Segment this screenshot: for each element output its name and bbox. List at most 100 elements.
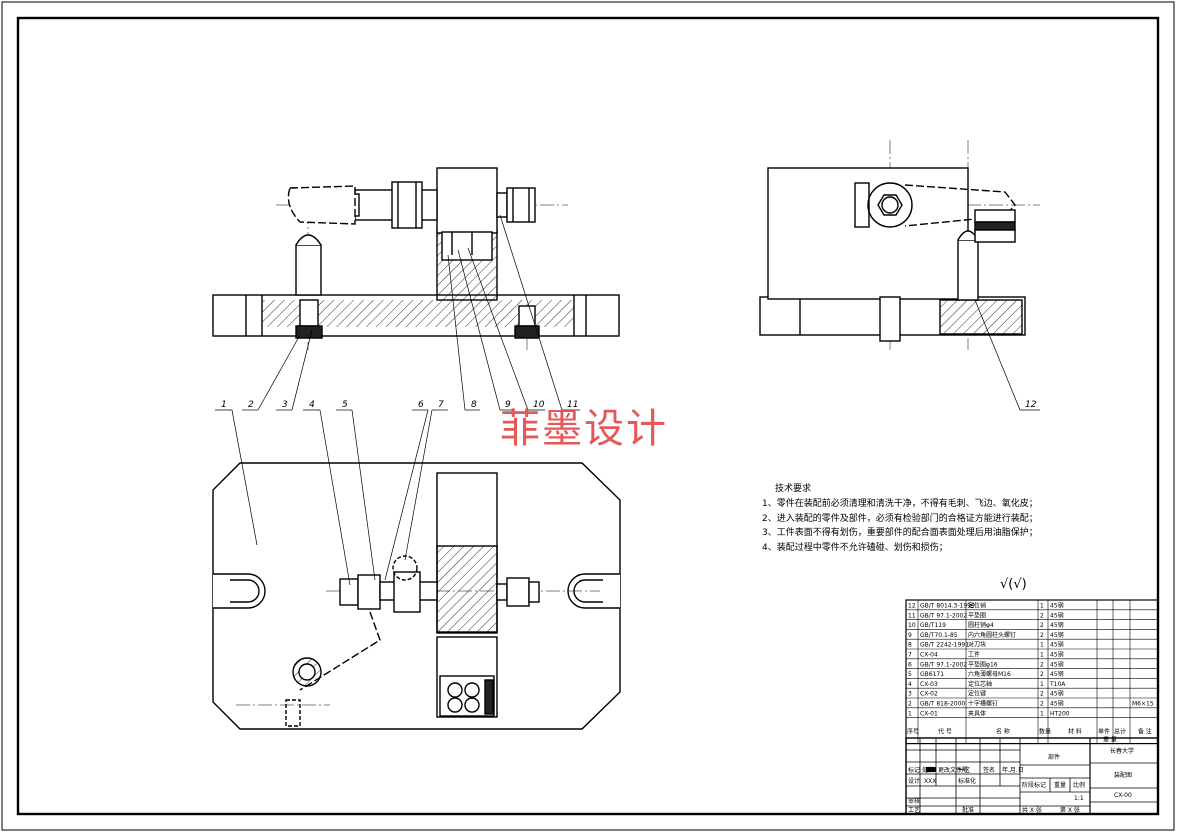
bom-cell-qty: 1 (1040, 603, 1044, 610)
bom-cell-name: 夹具体 (968, 709, 986, 717)
mark-label: 标记 (908, 766, 920, 774)
tech-req-title: 技术要求 (775, 482, 811, 494)
bom-cell-name: 平垫圈φ16 (968, 660, 998, 668)
bom-cell-no: 9 (908, 632, 912, 639)
bom-cell-code: CX-04 (920, 652, 938, 659)
bom-header-mat: 材 料 (1068, 728, 1082, 736)
bom-cell-code: GB/T 2242-1991 (920, 642, 969, 649)
balloon-9: 9 (505, 400, 511, 410)
bom-cell-code: GB/T 97.1-2002 (920, 612, 967, 619)
bom-cell-code: GB/T 8014.3-1999 (920, 603, 975, 610)
standard-label: 标准化 (958, 777, 976, 785)
bom-cell-name: 对刀块 (968, 641, 986, 649)
bom-cell-mat: 45钢 (1050, 660, 1064, 668)
bom-cell-qty: 2 (1040, 691, 1044, 698)
leader-lines (215, 214, 1040, 586)
bom-cell-code: CX-02 (920, 691, 938, 698)
bom-cell-no: 3 (908, 691, 912, 698)
bom-cell-mat: 45钢 (1050, 641, 1064, 649)
bom-cell-qty: 2 (1040, 701, 1044, 708)
title-block (905, 737, 1159, 815)
bom-cell-no: 7 (908, 652, 912, 659)
bom-cell-qty: 1 (1040, 681, 1044, 688)
bom-cell-qty: 2 (1040, 661, 1044, 668)
bom-cell-qty: 2 (1040, 671, 1044, 678)
balloon-1: 1 (221, 400, 227, 410)
inner-frame (16, 16, 1160, 816)
balloon-8: 8 (471, 400, 477, 410)
bom-cell-code: GB/T 818-2000 (920, 701, 965, 708)
zone-label: 分区 (958, 766, 970, 774)
balloon-7: 7 (438, 400, 444, 410)
bom-header-qty: 数量 (1039, 728, 1051, 736)
balloon-5: 5 (342, 400, 348, 410)
bom-cell-mat: 45钢 (1050, 700, 1064, 708)
bom-cell-no: 2 (908, 701, 912, 708)
bom-cell-code: CX-03 (920, 681, 938, 688)
front-view (212, 167, 620, 350)
technical-requirements: 技术要求 1、零件在装配前必须清理和清洗干净，不得有毛刺、飞边、氧化皮； 2、进… (762, 482, 1038, 553)
check-label: 审核 (908, 797, 920, 805)
bom-header-name: 名 称 (996, 728, 1010, 736)
bom-cell-mat: 45钢 (1050, 611, 1064, 619)
approve-label: 批准 (962, 806, 974, 814)
tech-req-line-4: 4、装配过程中零件不允许磕碰、划伤和损伤； (762, 541, 948, 553)
bom-cell-no: 4 (908, 681, 912, 688)
bom-cell-name: 定位芯轴 (968, 680, 992, 688)
bom-cell-mat: 45钢 (1050, 670, 1064, 678)
balloon-4: 4 (309, 400, 315, 410)
drawing-number: CX-00 (1114, 792, 1132, 799)
bom-cell-note: M6×15 (1132, 701, 1154, 708)
bom-cell-no: 10 (908, 622, 916, 629)
balloon-10: 10 (533, 400, 545, 410)
bom-header-no: 序号 (907, 728, 919, 736)
drawing-name: 装配图 (1114, 771, 1132, 779)
bom-header-weight: 重 量 (1103, 736, 1117, 744)
top-view (212, 462, 621, 730)
designer-name: XXX (924, 778, 936, 785)
signature-label: 签名 (983, 766, 995, 774)
bom-cell-qty: 2 (1040, 632, 1044, 639)
bom-cell-no: 11 (908, 612, 916, 619)
bom-cell-mat: 45钢 (1050, 602, 1064, 610)
process-label: 工艺 (908, 806, 920, 814)
bom-cell-no: 8 (908, 642, 912, 649)
support-post (295, 244, 322, 296)
bom-cell-qty: 2 (1040, 622, 1044, 629)
balloon-2: 2 (248, 400, 254, 410)
bom-cell-mat: 45钢 (1050, 690, 1064, 698)
sheets-total: 共 X 张 (1022, 806, 1042, 814)
design-label: 设计 (908, 777, 920, 785)
change-doc-label: 更改文件号 (938, 766, 968, 774)
clamp-block (436, 167, 498, 234)
scale-value: 1:1 (1074, 795, 1084, 802)
bom-cell-code: GB6171 (920, 671, 944, 678)
weight-label: 重量 (1054, 781, 1066, 789)
bom-cell-code: GB/T 97.1-2002 (920, 661, 967, 668)
bom-cell-name: 定位键 (968, 690, 986, 698)
part-balloons: 1 2 3 4 5 6 7 8 9 10 11 12 (221, 400, 1037, 410)
part-label: 部件 (1048, 753, 1060, 761)
tech-req-line-2: 2、进入装配的零件及部件，必须有检验部门的合格证方能进行装配； (762, 512, 1038, 524)
roughness-symbol: √(√) (1000, 577, 1027, 592)
scale-label: 比例 (1073, 781, 1085, 789)
title-block-text: 长春大学 部件 装配图 CX-00 阶段标记 重量 比例 1:1 共 X 张 第… (908, 747, 1134, 814)
tech-req-line-1: 1、零件在装配前必须清理和清洗干净，不得有毛刺、飞边、氧化皮； (762, 497, 1038, 509)
bom-cell-qty: 1 (1040, 652, 1044, 659)
bom-header-note: 备 注 (1138, 728, 1152, 736)
side-view (759, 140, 1040, 350)
school-name: 长春大学 (1110, 747, 1134, 755)
bom-cell-mat: T10A (1049, 681, 1066, 688)
bom-cell-code: GB/T70.1-85 (920, 632, 958, 639)
bom-header-unit_w: 单件 (1098, 728, 1110, 736)
bom-cell-no: 5 (908, 671, 912, 678)
bom-cell-mat: HT200 (1050, 710, 1070, 717)
date-label: 年.月.日 (1002, 766, 1024, 774)
bom-cell-no: 1 (908, 710, 912, 717)
bom-cell-mat: 45钢 (1050, 631, 1064, 639)
bom-cell-code: GB/T119 (920, 622, 946, 629)
bom-header-total_w: 总计 (1114, 728, 1126, 736)
